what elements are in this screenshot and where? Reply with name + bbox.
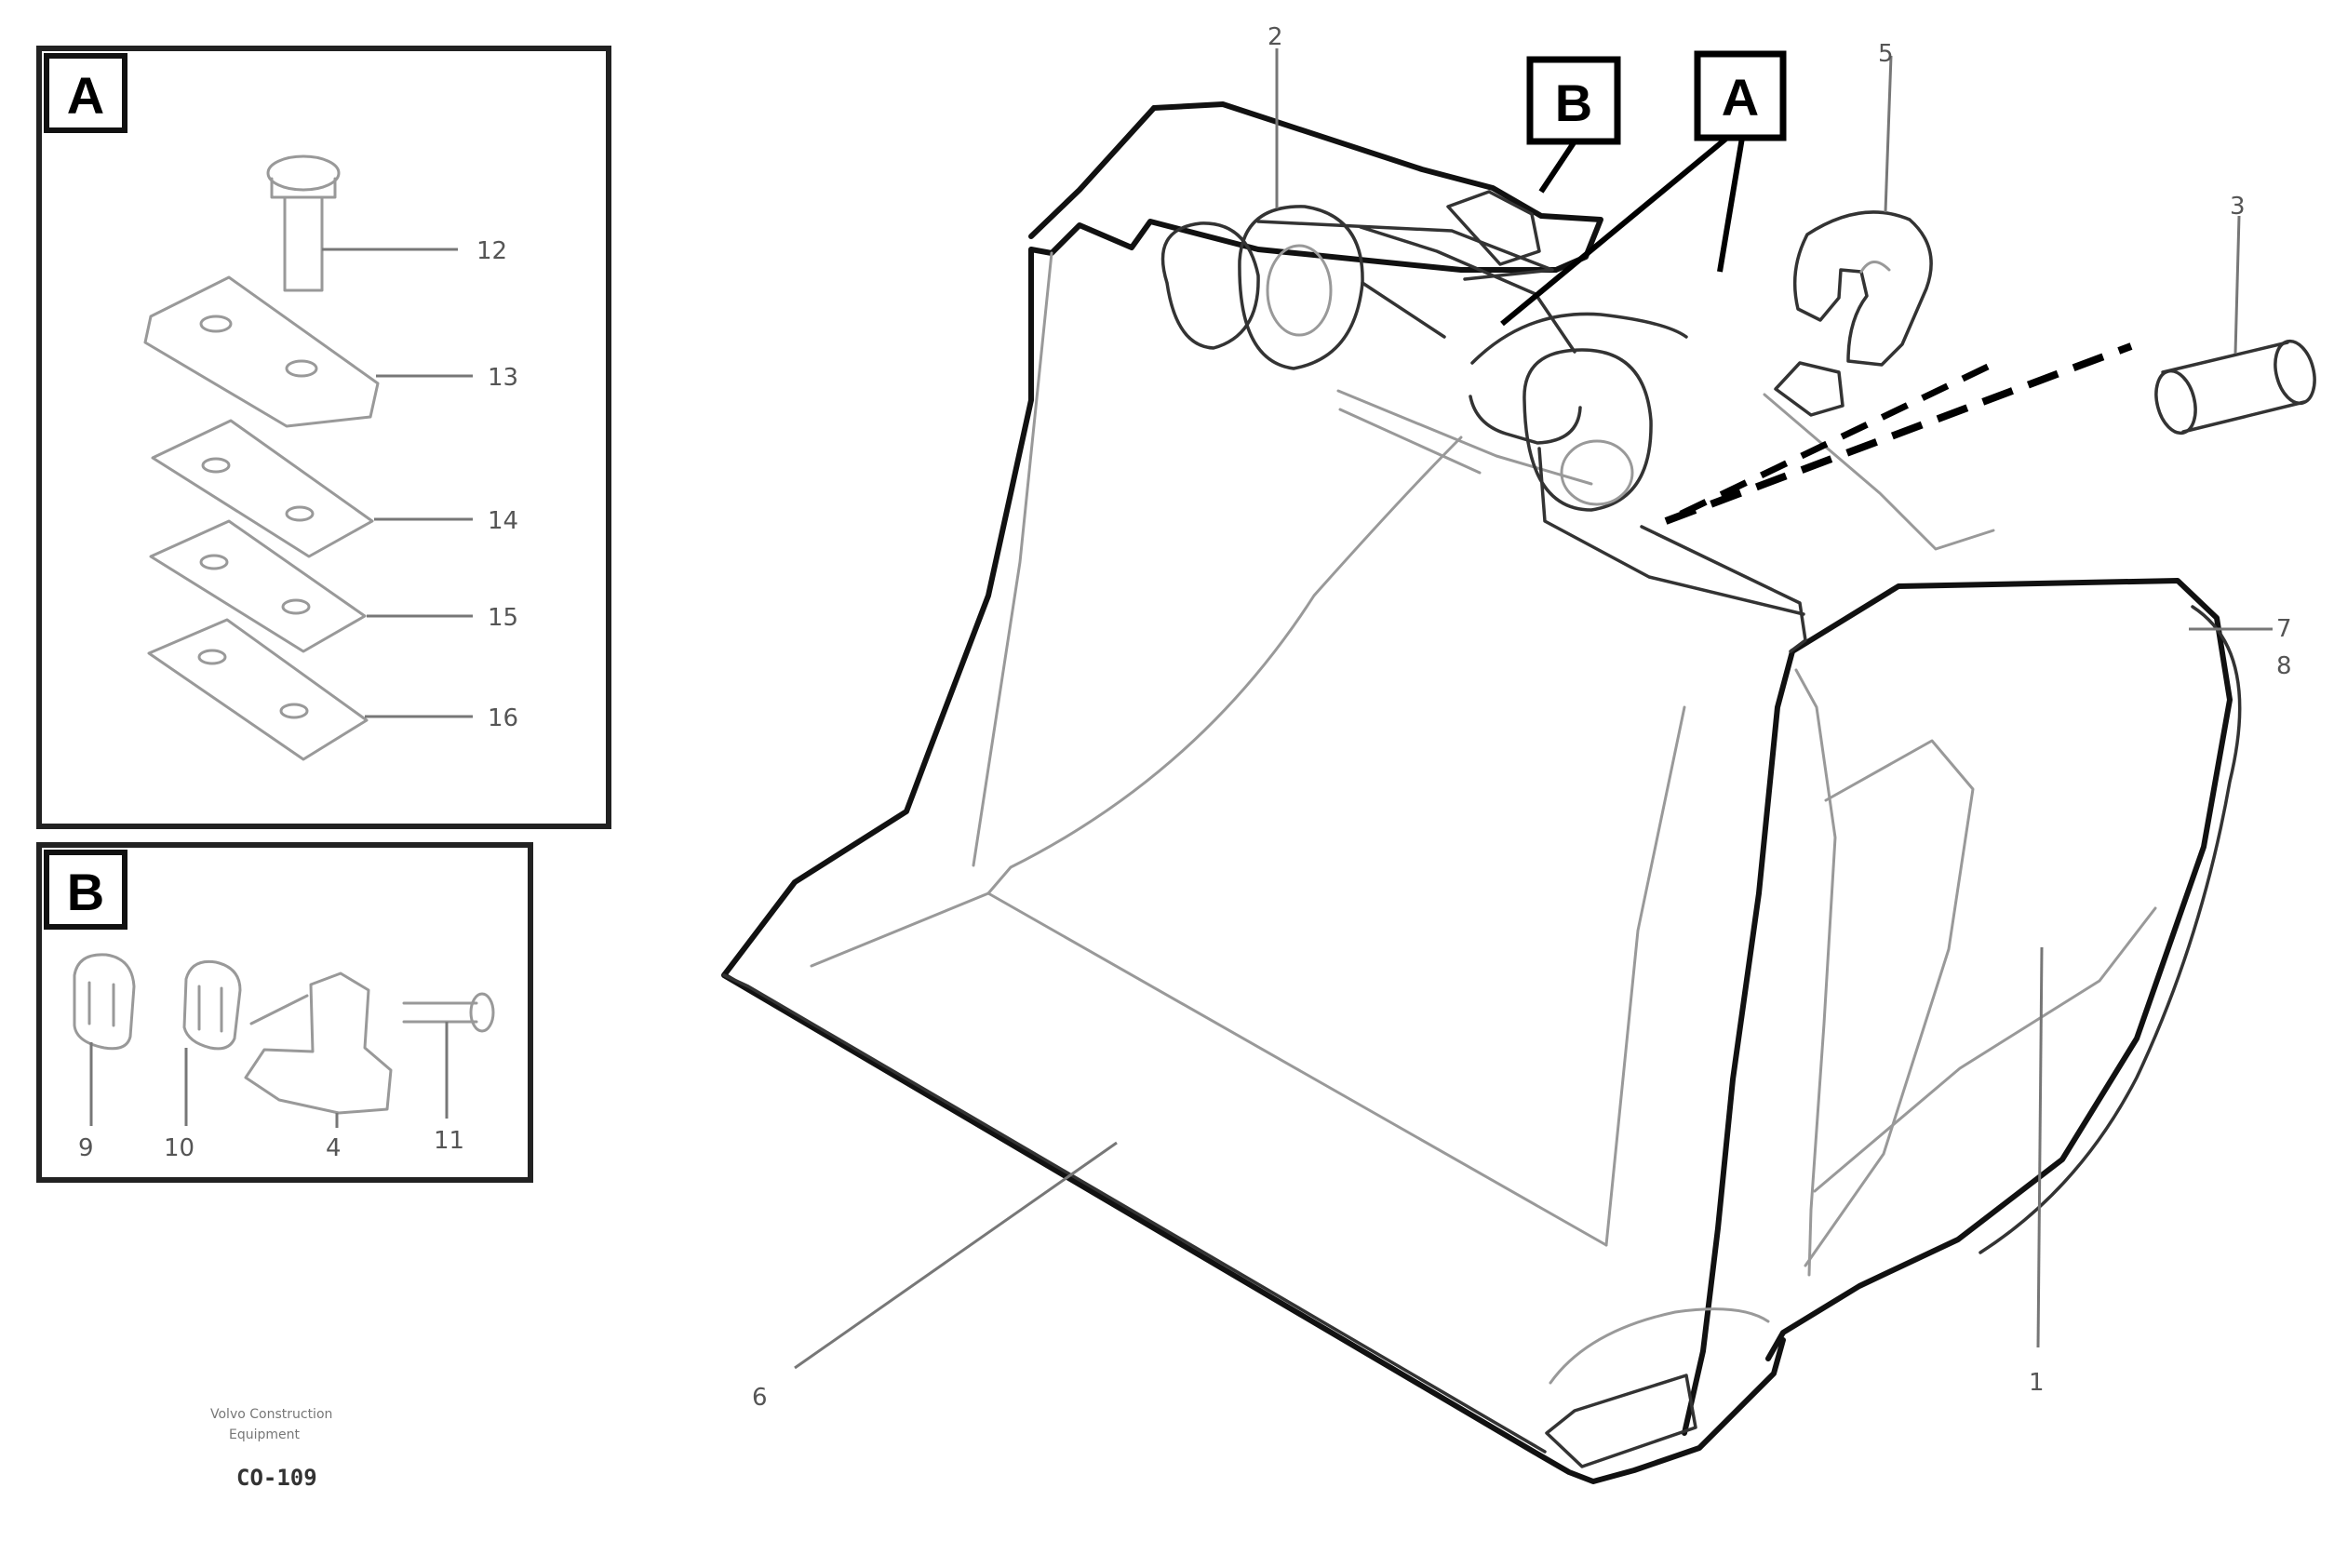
shim-part-3 xyxy=(147,618,369,761)
bucket-left-side xyxy=(721,101,1786,1484)
callout-10: 10 xyxy=(164,1134,194,1162)
hinge-bosses xyxy=(1160,190,1995,653)
bolt-part xyxy=(266,154,341,292)
shim-part-1 xyxy=(151,419,374,558)
plate-part xyxy=(143,275,380,428)
bracket-part-4 xyxy=(244,972,393,1115)
inset-a-label: A xyxy=(67,66,104,125)
inset-a-frame xyxy=(36,46,611,829)
inset-a: A 12 13 14 15 16 xyxy=(36,46,611,829)
pin-axis xyxy=(1664,342,2133,525)
callout-8: 8 xyxy=(2276,652,2292,680)
main-ref-a: A xyxy=(1694,50,1787,141)
inset-b-frame xyxy=(36,842,533,1183)
callout-12: 12 xyxy=(476,237,507,265)
callout-4: 4 xyxy=(326,1134,342,1162)
footer-code: CO-109 xyxy=(236,1465,317,1491)
footer: Volvo Construction Equipment CO-109 xyxy=(210,1407,332,1491)
callout-13: 13 xyxy=(488,364,518,392)
callout-11: 11 xyxy=(434,1127,464,1155)
bushing-part-9 xyxy=(73,953,136,1051)
bushing-part-10 xyxy=(182,959,242,1051)
callout-6: 6 xyxy=(752,1384,768,1412)
footer-line2: Equipment xyxy=(229,1427,301,1442)
callout-9: 9 xyxy=(78,1134,94,1162)
callout-14: 14 xyxy=(488,507,518,535)
ref-a-label: A xyxy=(1722,68,1759,127)
ref-a-box xyxy=(1694,50,1787,141)
footer-line1: Volvo Construction xyxy=(210,1407,332,1422)
hook-part xyxy=(1792,210,1933,367)
pin-part xyxy=(2154,339,2316,436)
bolt-part-11 xyxy=(402,1001,478,1024)
callout-1: 1 xyxy=(2029,1369,2045,1397)
main-ref-b: B xyxy=(1526,56,1621,145)
callout-15: 15 xyxy=(488,604,518,632)
callout-2: 2 xyxy=(1268,23,1283,51)
callout-16: 16 xyxy=(488,704,518,732)
shim-part-2 xyxy=(149,519,367,653)
inset-b-label: B xyxy=(67,863,104,921)
inset-a-label-box xyxy=(44,53,127,133)
inset-b-label-box xyxy=(44,850,127,930)
inset-b: B 9 10 4 11 xyxy=(36,842,533,1183)
callout-7: 7 xyxy=(2276,615,2292,643)
ref-b-label: B xyxy=(1555,74,1592,132)
callout-3: 3 xyxy=(2230,193,2246,221)
callout-5: 5 xyxy=(1878,40,1894,68)
bucket-assembly xyxy=(721,101,2316,1484)
bucket-right-side xyxy=(1765,578,2233,1361)
